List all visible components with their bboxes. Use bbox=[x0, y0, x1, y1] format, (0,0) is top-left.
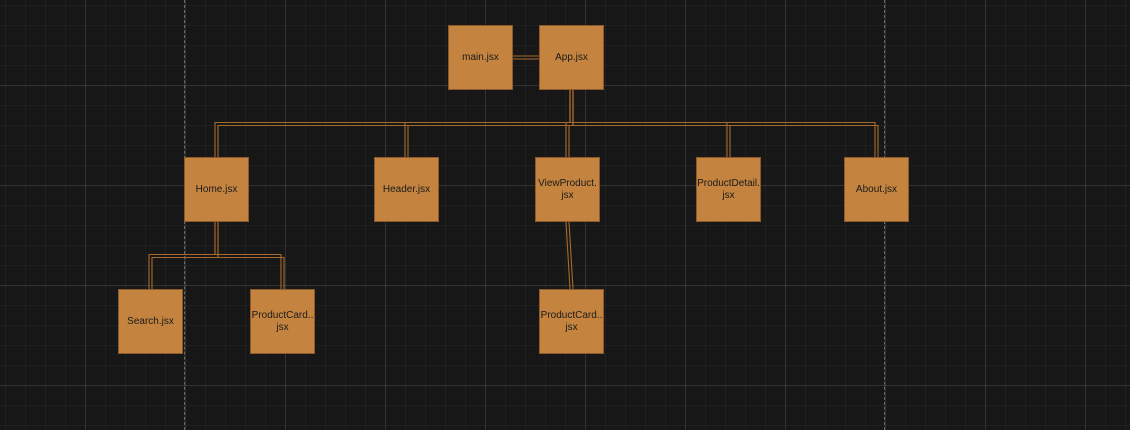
connector-1 bbox=[214, 90, 571, 157]
connector-1 bbox=[217, 90, 574, 157]
node-about-jsx[interactable]: About.jsx bbox=[844, 157, 909, 222]
node-productcard-home-jsx[interactable]: ProductCard.. jsx bbox=[250, 289, 315, 354]
node-viewproduct-jsx[interactable]: ViewProduct. jsx bbox=[535, 157, 600, 222]
connector-6 bbox=[148, 222, 216, 289]
node-productdetail-jsx[interactable]: ProductDetail. jsx bbox=[696, 157, 761, 222]
node-main-jsx[interactable]: main.jsx bbox=[448, 25, 513, 90]
node-app-jsx[interactable]: App.jsx bbox=[539, 25, 604, 90]
connector-5 bbox=[569, 90, 876, 157]
node-header-jsx[interactable]: Header.jsx bbox=[374, 157, 439, 222]
connector-4 bbox=[572, 90, 731, 157]
node-productcard-view-jsx[interactable]: ProductCard.. jsx bbox=[539, 289, 604, 354]
connector-7 bbox=[217, 222, 285, 289]
connector-7 bbox=[214, 222, 282, 289]
connector-8 bbox=[568, 221, 574, 290]
node-home-jsx[interactable]: Home.jsx bbox=[184, 157, 249, 222]
connector-2 bbox=[404, 90, 571, 157]
connector-8 bbox=[565, 221, 571, 290]
connector-6 bbox=[151, 222, 219, 289]
connector-2 bbox=[407, 90, 574, 157]
connector-5 bbox=[572, 90, 879, 157]
connector-4 bbox=[569, 90, 728, 157]
node-search-jsx[interactable]: Search.jsx bbox=[118, 289, 183, 354]
